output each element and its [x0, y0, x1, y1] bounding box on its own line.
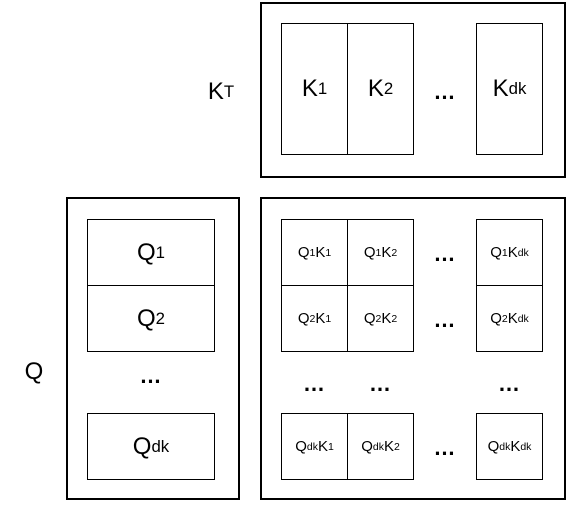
product-cell-rdk-c1-a: Q	[295, 438, 307, 455]
q-label: Q	[24, 358, 44, 385]
product-cell-r1-cdk-a: Q	[490, 244, 502, 261]
product-cell-rdk-cdk-a: Q	[487, 438, 500, 455]
kt-label-base: K	[207, 78, 224, 105]
product-cell-r2-c1-a: Q	[297, 310, 310, 327]
q-cell-2-base: Q	[136, 304, 156, 332]
product-cell-rdk-c1-b: K	[317, 438, 328, 455]
product-cell-r1-c1-a: Q	[297, 244, 310, 261]
product-cell-r1-cdk-b: K	[507, 244, 518, 261]
kt-cell-1-base: K	[301, 75, 318, 102]
product-cell-r2-c2-b: K	[381, 310, 392, 327]
product-cell-r2-c2-a: Q	[363, 310, 376, 327]
product-cell-rdk-c2-b: K	[383, 438, 394, 455]
product-cell-rdk-c2-a: Q	[361, 438, 373, 455]
product-ellipsis-r2: …	[433, 307, 457, 332]
q-cell-1-base: Q	[136, 238, 156, 266]
kt-cell-dk-base: K	[492, 75, 509, 102]
product-cell-r1-c2-b: K	[381, 244, 392, 261]
kt-cell-2-base: K	[367, 75, 384, 102]
product-cell-r1-c2-a: Q	[363, 244, 376, 261]
product-ellipsis-coldk: …	[498, 371, 521, 396]
product-cell-r2-cdk-a: Q	[490, 310, 502, 327]
product-cell-rdk-cdk-b: K	[510, 438, 521, 455]
product-ellipsis-rdk: …	[433, 435, 457, 460]
product-ellipsis-col1: …	[303, 371, 326, 396]
product-cell-r2-cdk-b: K	[507, 310, 518, 327]
product-cell-r2-c1-b: K	[315, 310, 326, 327]
kt-ellipsis: …	[433, 79, 457, 104]
q-cell-dk-base: Q	[132, 432, 152, 460]
q-ellipsis: …	[139, 363, 163, 388]
product-cell-r1-c1-b: K	[315, 244, 326, 261]
product-ellipsis-r1: …	[433, 241, 457, 266]
product-ellipsis-col2: …	[369, 371, 392, 396]
